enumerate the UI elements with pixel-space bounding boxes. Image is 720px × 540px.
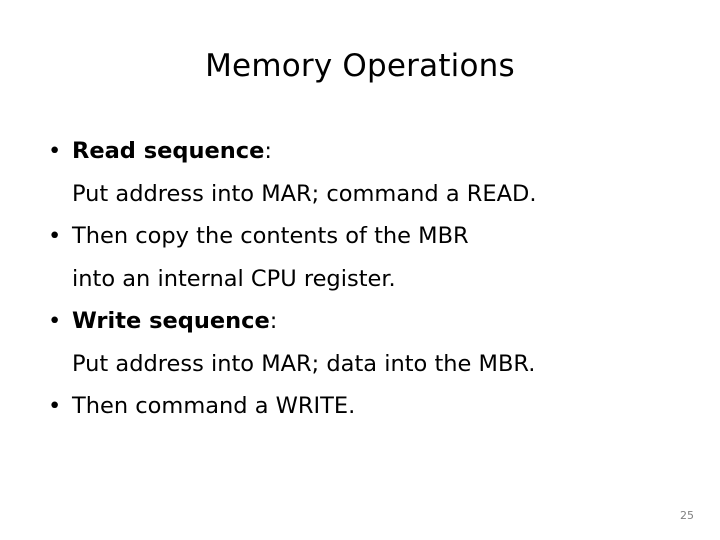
bullet-lead-line: • Then command a WRITE. bbox=[40, 385, 660, 428]
bullet-item-write-sequence: • Write sequence: Put address into MAR; … bbox=[40, 300, 660, 385]
bullet-item-read-sequence: • Read sequence: Put address into MAR; c… bbox=[40, 130, 660, 215]
bullet-lead-strong: Write sequence bbox=[72, 308, 270, 334]
bullet-continuation-line: Put address into MAR; command a READ. bbox=[72, 180, 537, 207]
bullet-dot-icon: • bbox=[48, 138, 62, 164]
bullet-lead-plain: : bbox=[264, 138, 272, 164]
bullet-continuation-line: into an internal CPU register. bbox=[72, 265, 396, 292]
bullet-dot-icon: • bbox=[48, 393, 62, 419]
bullet-item-command-write: • Then command a WRITE. bbox=[40, 385, 660, 428]
bullet-lead-plain: Then copy the contents of the MBR bbox=[72, 223, 469, 249]
page-number: 25 bbox=[680, 509, 694, 522]
slide-body: • Read sequence: Put address into MAR; c… bbox=[40, 130, 660, 428]
bullet-lead-plain: Then command a WRITE. bbox=[72, 393, 356, 419]
bullet-lead-plain: : bbox=[269, 308, 278, 334]
bullet-dot-icon: • bbox=[48, 308, 62, 334]
bullet-lead-line: • Then copy the contents of the MBR bbox=[40, 215, 660, 258]
bullet-dot-icon: • bbox=[48, 223, 62, 249]
bullet-continuation-line: Put address into MAR; data into the MBR. bbox=[72, 350, 536, 377]
page-title: Memory Operations bbox=[205, 48, 515, 84]
bullet-lead-line: • Read sequence: bbox=[40, 130, 660, 173]
bullet-item-copy-mbr: • Then copy the contents of the MBR into… bbox=[40, 215, 660, 300]
bullet-lead-line: • Write sequence: bbox=[40, 300, 660, 343]
bullet-lead-strong: Read sequence bbox=[72, 138, 265, 164]
